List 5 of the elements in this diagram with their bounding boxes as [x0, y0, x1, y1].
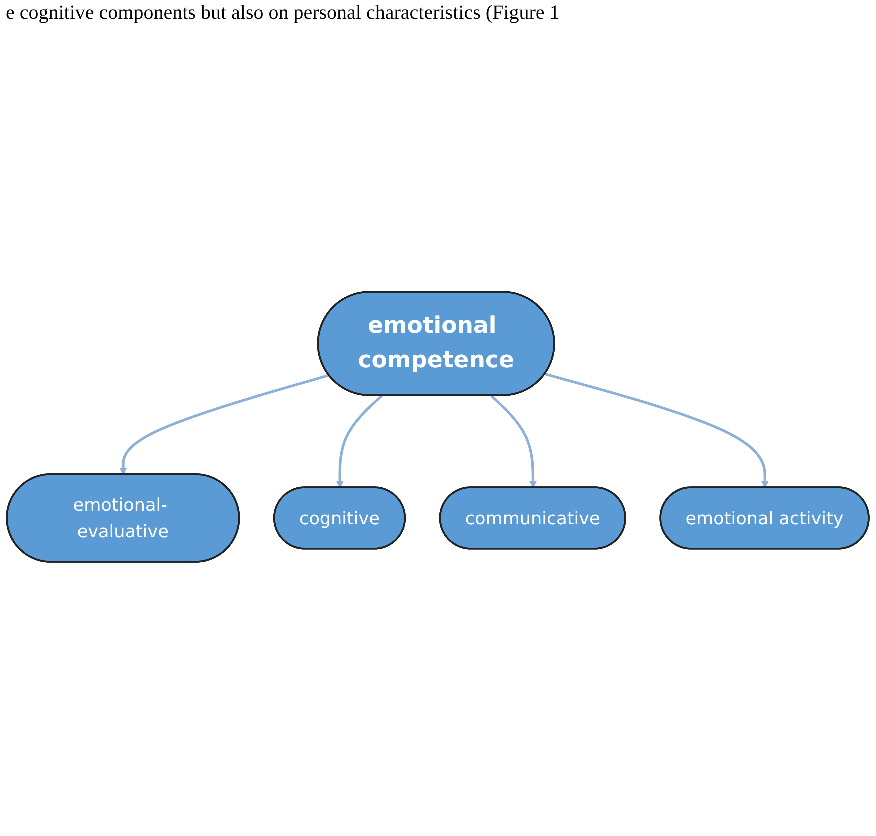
arrow	[336, 394, 383, 488]
arrow	[490, 394, 538, 488]
arrow	[120, 374, 330, 476]
arrow	[544, 372, 770, 488]
text-fragment: e cognitive components but also on personal characteristics (Figure 1	[6, 2, 560, 25]
